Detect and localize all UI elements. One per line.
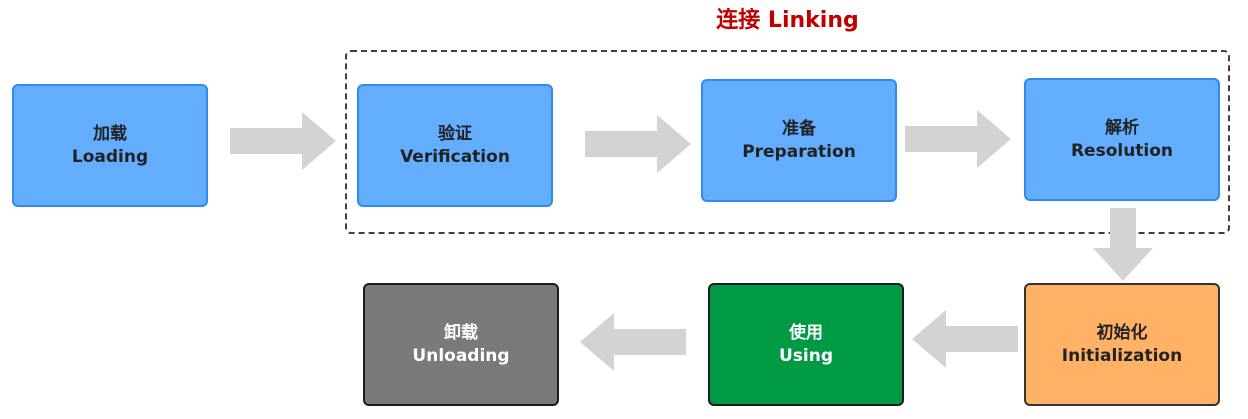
stage-using: 使用 Using — [708, 283, 904, 406]
linking-group-border — [345, 50, 1230, 234]
stage-resolution: 解析 Resolution — [1024, 78, 1220, 201]
stage-initialization-zh: 初始化 — [1096, 322, 1148, 343]
linking-group-title: 连接 Linking — [716, 8, 859, 33]
stage-loading-zh: 加载 — [93, 123, 127, 144]
stage-unloading: 卸载 Unloading — [363, 283, 559, 406]
stage-verification-zh: 验证 — [438, 123, 472, 144]
stage-initialization-en: Initialization — [1061, 345, 1183, 366]
stage-preparation-zh: 准备 — [782, 118, 816, 139]
stage-unloading-en: Unloading — [412, 345, 510, 366]
stage-verification: 验证 Verification — [357, 84, 553, 207]
arrow-preparation-to-resolution-icon — [905, 110, 1011, 168]
arrow-verification-to-preparation-icon — [585, 115, 691, 173]
stage-preparation-en: Preparation — [742, 141, 856, 162]
stage-using-zh: 使用 — [789, 322, 823, 343]
arrow-resolution-to-initialization-icon — [1093, 208, 1153, 281]
arrow-using-to-unloading-icon — [580, 313, 686, 371]
stage-initialization: 初始化 Initialization — [1024, 283, 1220, 406]
stage-using-en: Using — [778, 345, 834, 366]
stage-verification-en: Verification — [400, 146, 510, 167]
stage-loading-en: Loading — [71, 146, 149, 167]
arrow-initialization-to-using-icon — [912, 310, 1018, 368]
arrow-loading-to-verification-icon — [230, 112, 336, 170]
stage-resolution-zh: 解析 — [1105, 117, 1139, 138]
stage-loading: 加载 Loading — [12, 84, 208, 207]
stage-unloading-zh: 卸载 — [444, 322, 478, 343]
stage-resolution-en: Resolution — [1070, 140, 1174, 161]
stage-preparation: 准备 Preparation — [701, 79, 897, 202]
